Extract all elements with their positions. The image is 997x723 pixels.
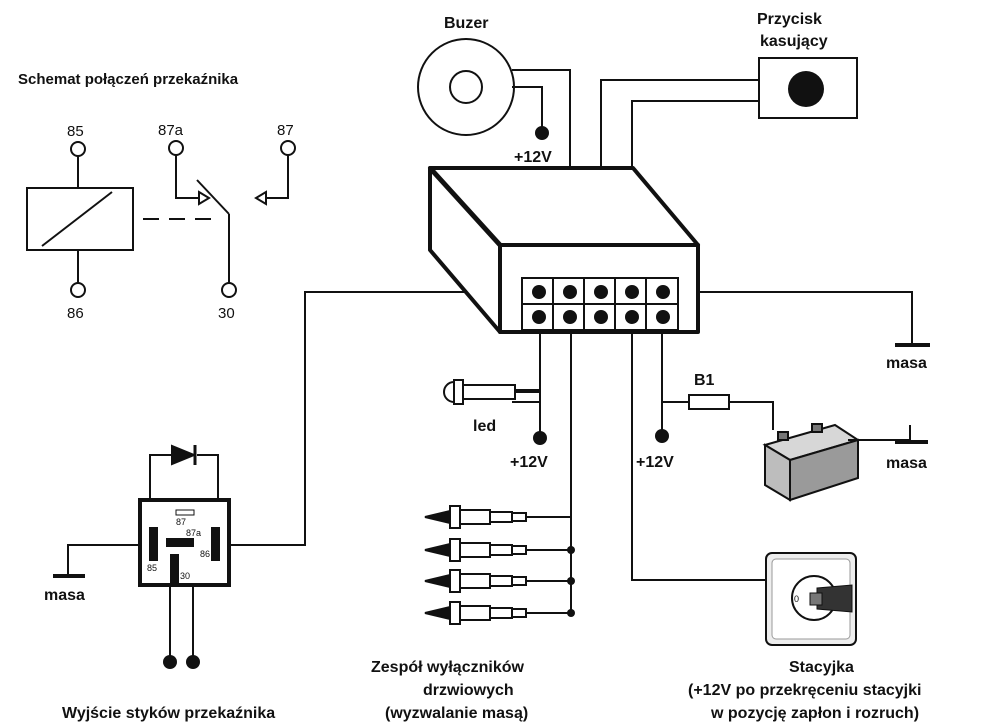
fuse-12v-dot: [655, 429, 669, 443]
led-12v-dot: [533, 431, 547, 445]
led: [443, 379, 516, 405]
pin-30-label: 30: [218, 305, 235, 322]
relay-body-85: 85: [147, 563, 157, 573]
door-switch-3: [424, 569, 527, 593]
relay-output-dot-2: [186, 655, 200, 669]
ignition-label-2: (+12V po przekręceniu stacyjki: [688, 682, 921, 699]
door-switch-1: [424, 505, 527, 529]
ground-label-right: masa: [886, 355, 927, 372]
pin-30-terminal: [221, 282, 237, 298]
fuse-12v-label: +12V: [636, 454, 674, 471]
relay-output-dot-1: [163, 655, 177, 669]
ground-label-battery: masa: [886, 455, 927, 472]
led-label: led: [473, 418, 496, 435]
pin-86-label: 86: [67, 305, 84, 322]
reset-button-label-1: Przycisk: [757, 11, 822, 28]
door-junctions: [567, 546, 575, 617]
pin-87-label: 87: [277, 122, 294, 139]
ignition-position-0: 0: [794, 594, 799, 604]
fuse-label: B1: [694, 372, 715, 389]
relay-body: [67, 444, 240, 660]
pin-87a-terminal: [168, 140, 184, 156]
door-label-1: Zespół wyłączników: [371, 659, 524, 676]
relay-schematic: [26, 140, 296, 298]
relay-body-30: 30: [180, 571, 190, 581]
door-label-3: (wyzwalanie masą): [385, 705, 528, 722]
pin-86-terminal: [70, 282, 86, 298]
relay-coil: [26, 187, 134, 251]
door-switch-2: [424, 538, 527, 562]
ignition-label-3: w pozycję zapłon i rozruch): [710, 705, 919, 722]
led-wire: [512, 391, 541, 403]
pin-85-terminal: [70, 141, 86, 157]
buzzer-12v-dot: [535, 126, 549, 140]
battery: [762, 423, 861, 502]
door-label-2: drzwiowych: [423, 682, 514, 699]
buzzer-wire: [512, 86, 543, 130]
buzzer-label: Buzer: [444, 15, 488, 32]
pin-87-terminal: [280, 140, 296, 156]
ignition-label-1: Stacyjka: [789, 659, 854, 676]
schema-title: Schemat połączeń przekaźnika: [18, 71, 239, 88]
relay-body-87: 87: [176, 517, 186, 527]
relay-body-87a: 87a: [186, 528, 201, 538]
ground-label-left: masa: [44, 587, 85, 604]
fuse-b1: [688, 394, 730, 410]
reset-button-label-2: kasujący: [760, 33, 828, 50]
door-switch-4: [424, 601, 527, 625]
reset-button: [788, 71, 824, 107]
relay-output-label: Wyjście styków przekaźnika: [62, 705, 275, 722]
ignition-switch: [765, 552, 857, 646]
led-12v-label: +12V: [510, 454, 548, 471]
buzzer: [417, 38, 515, 136]
door-switches: [424, 505, 571, 625]
buzzer-12v-label: +12V: [514, 149, 552, 166]
connector-block: [521, 277, 679, 331]
relay-body-86: 86: [200, 549, 210, 559]
control-wires: [230, 69, 913, 612]
pin-87a-label: 87a: [158, 122, 184, 139]
pin-85-label: 85: [67, 123, 84, 140]
